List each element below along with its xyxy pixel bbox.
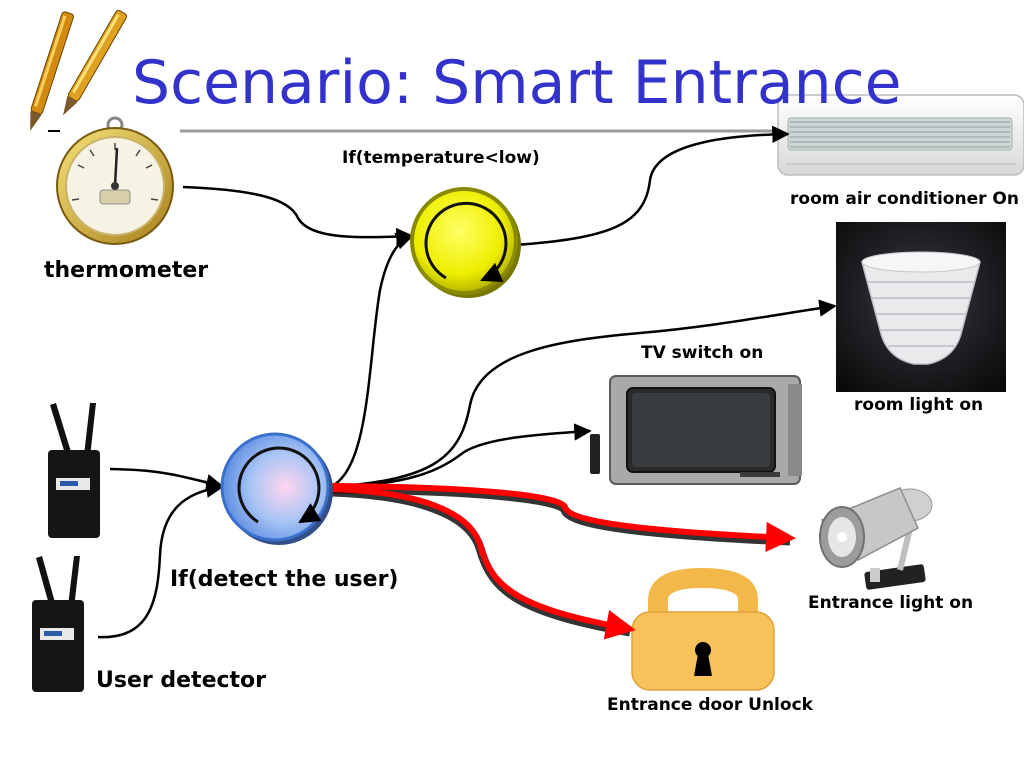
door-label: Entrance door Unlock bbox=[607, 695, 813, 715]
air-conditioner-label: room air conditioner On bbox=[790, 189, 1019, 209]
tv-icon bbox=[590, 375, 802, 485]
arrow-detector2-to-user bbox=[97, 480, 224, 639]
arrow-user-to-room-light bbox=[329, 299, 837, 489]
pens-icon bbox=[30, 9, 128, 131]
user-detector-icon bbox=[32, 556, 84, 692]
temperature-condition-node bbox=[410, 187, 521, 298]
user-detector-label: User detector bbox=[96, 668, 267, 693]
thermometer-label: thermometer bbox=[44, 258, 209, 283]
tv-label: TV switch on bbox=[641, 343, 764, 363]
arrow-thermometer-to-temp bbox=[182, 185, 414, 246]
temperature-condition-label: If(temperature<low) bbox=[342, 148, 540, 168]
arrow-user-to-entrance-light bbox=[331, 483, 796, 552]
user-detector-icon bbox=[48, 403, 100, 538]
arrow-user-to-tv bbox=[329, 423, 592, 489]
spotlight-icon bbox=[819, 487, 933, 590]
slide-title: Scenario: Smart Entrance bbox=[132, 48, 902, 118]
entrance-light-label: Entrance light on bbox=[808, 593, 974, 613]
padlock-icon bbox=[631, 567, 775, 691]
thermometer-icon bbox=[56, 116, 174, 245]
wall-lamp-icon bbox=[836, 222, 1006, 392]
room-light-label: room light on bbox=[854, 395, 984, 415]
air-conditioner-icon bbox=[777, 94, 1024, 176]
arrow-user-to-door bbox=[331, 486, 636, 640]
arrow-user-to-temp bbox=[329, 232, 414, 489]
user-condition-node bbox=[220, 432, 333, 545]
arrow-temp-to-ac bbox=[514, 125, 790, 247]
arrow-detector1-to-user bbox=[109, 467, 224, 492]
arrow-shadow bbox=[331, 487, 631, 637]
user-condition-label: If(detect the user) bbox=[170, 567, 399, 592]
